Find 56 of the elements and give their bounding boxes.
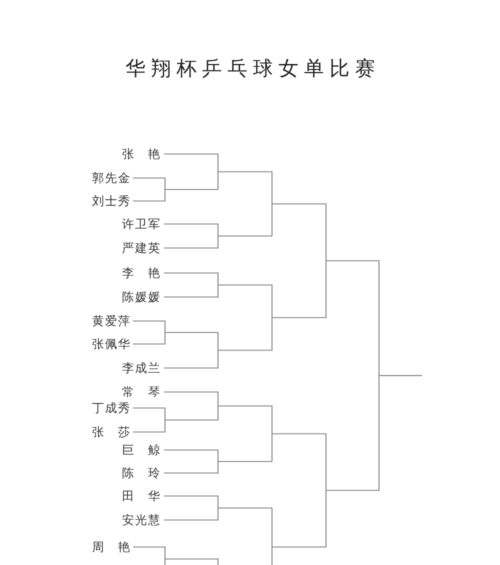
player-name: 张莎 — [92, 424, 130, 440]
bracket-line — [326, 260, 380, 376]
player-name: 周艳 — [92, 539, 130, 555]
bracket-line — [218, 284, 273, 318]
bracket-line — [272, 260, 327, 318]
bracket-line — [218, 171, 273, 204]
bracket-line — [164, 153, 219, 172]
player-name: 张佩华 — [92, 336, 130, 352]
player-name: 许卫军 — [122, 216, 160, 232]
player-name: 安光慧 — [122, 512, 160, 528]
player-name: 陈玲 — [122, 465, 160, 481]
title: 华翔杯乒乓球女单比赛 — [125, 55, 380, 81]
player-name: 巨鲸 — [122, 442, 160, 458]
bracket-line — [165, 406, 219, 421]
bracket-line — [218, 434, 273, 462]
bracket-line — [164, 495, 219, 508]
bracket-line — [272, 203, 327, 261]
player-name: 田华 — [122, 488, 160, 504]
player-name: 常琴 — [122, 384, 160, 400]
bracket-line — [164, 285, 219, 298]
bracket-line — [271, 547, 273, 565]
bracket-line — [165, 332, 219, 350]
bracket-line — [218, 204, 273, 237]
bracket-line — [164, 462, 219, 474]
bracket-line — [133, 407, 166, 420]
player-name: 陈媛媛 — [122, 289, 160, 305]
player-name: 刘士秀 — [92, 193, 130, 209]
bracket-line — [133, 320, 166, 332]
bracket-line — [133, 546, 166, 559]
bracket-line — [164, 350, 219, 369]
bracket-line — [379, 375, 422, 376]
bracket-line — [164, 449, 219, 462]
bracket-line — [133, 332, 166, 345]
player-name: 郭先金 — [92, 170, 130, 186]
bracket-line — [164, 391, 219, 406]
bracket-line — [218, 507, 273, 547]
bracket-line — [164, 508, 219, 521]
bracket-line — [165, 172, 219, 190]
player-name: 张艳 — [122, 146, 160, 162]
bracket-line — [218, 318, 273, 351]
player-name: 李艳 — [122, 265, 160, 281]
bracket-line — [133, 420, 166, 433]
player-name: 丁成秀 — [92, 400, 130, 416]
bracket-line — [272, 433, 327, 490]
bracket-line — [326, 376, 380, 491]
player-name: 黄爱萍 — [92, 313, 130, 329]
bracket-line — [164, 272, 219, 285]
bracket-line — [164, 223, 219, 236]
bracket-line — [272, 490, 327, 548]
player-name: 严建英 — [122, 240, 160, 256]
bracket-line — [133, 177, 166, 190]
bracket-line — [164, 236, 219, 249]
bracket-line — [165, 558, 219, 565]
bracket-line — [218, 405, 273, 434]
player-name: 李成兰 — [122, 360, 160, 376]
bracket-line — [133, 190, 166, 202]
